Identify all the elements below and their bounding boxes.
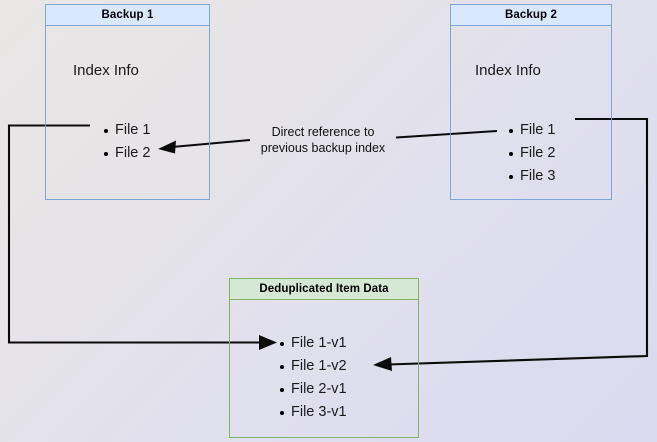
dedup-file-list: File 1-v1 File 1-v2 File 2-v1 File 3-v1 bbox=[277, 332, 347, 424]
list-item: File 2 bbox=[508, 142, 555, 165]
list-item: File 3-v1 bbox=[280, 401, 347, 424]
node-backup-2-body: Index Info File 1 File 2 File 3 bbox=[451, 26, 611, 199]
backup-2-section-title: Index Info bbox=[475, 62, 541, 79]
backup-1-section-title: Index Info bbox=[73, 62, 139, 79]
node-backup-1[interactable]: Backup 1 Index Info File 1 File 2 bbox=[45, 4, 210, 200]
node-backup-2-header: Backup 2 bbox=[451, 5, 611, 26]
list-item: File 3 bbox=[508, 165, 555, 188]
node-deduplicated-item-data[interactable]: Deduplicated Item Data File 1-v1 File 1-… bbox=[229, 278, 419, 438]
list-item: File 1-v1 bbox=[280, 332, 347, 355]
list-item: File 1 bbox=[103, 119, 150, 142]
node-dedup-header: Deduplicated Item Data bbox=[230, 279, 418, 300]
node-dedup-body: File 1-v1 File 1-v2 File 2-v1 File 3-v1 bbox=[230, 300, 418, 437]
list-item: File 2 bbox=[103, 142, 150, 165]
node-backup-1-header: Backup 1 bbox=[46, 5, 209, 26]
list-item: File 2-v1 bbox=[280, 378, 347, 401]
list-item: File 1-v2 bbox=[280, 355, 347, 378]
backup-1-file-list: File 1 File 2 bbox=[101, 119, 150, 165]
node-backup-1-body: Index Info File 1 File 2 bbox=[46, 26, 209, 199]
edge-label-direct-reference: Direct reference to previous backup inde… bbox=[260, 125, 386, 155]
backup-2-file-list: File 1 File 2 File 3 bbox=[506, 119, 555, 188]
list-item: File 1 bbox=[508, 119, 555, 142]
node-backup-2[interactable]: Backup 2 Index Info File 1 File 2 File 3 bbox=[450, 4, 612, 200]
